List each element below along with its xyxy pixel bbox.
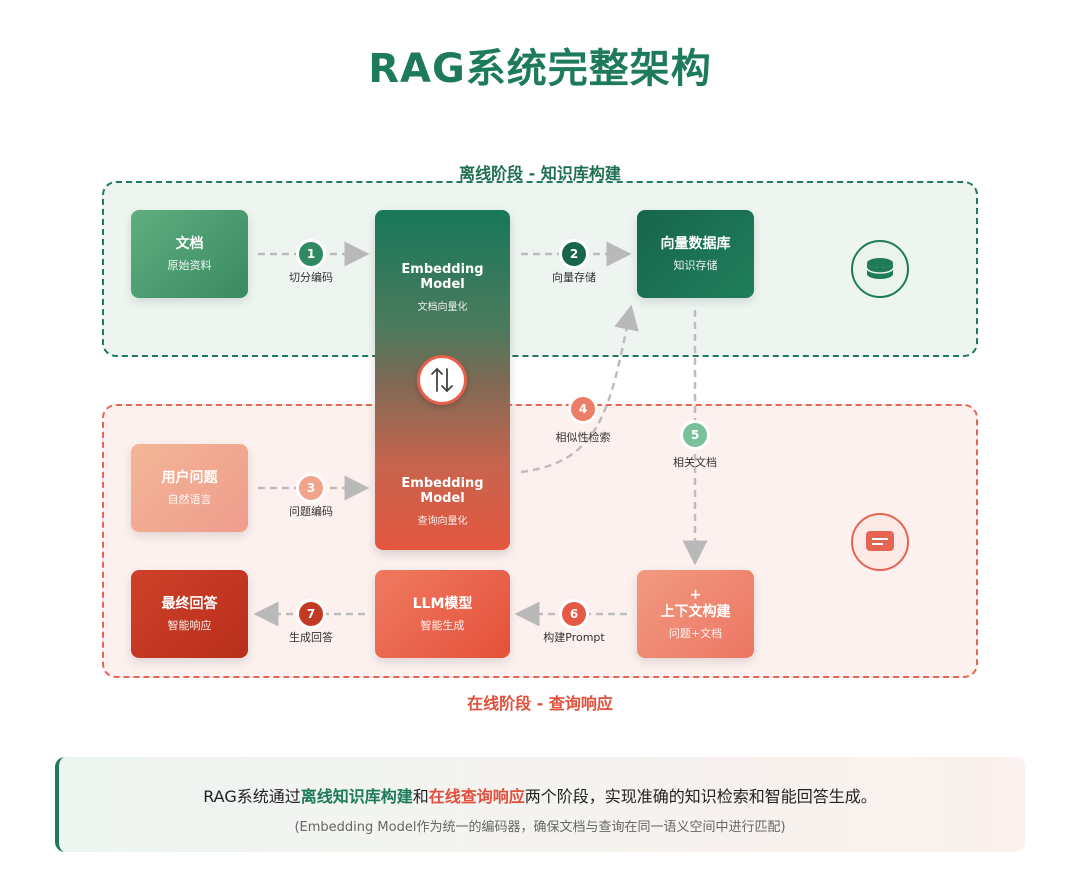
summary-panel [55, 757, 1025, 852]
vector-db-subtitle: 知识存储 [673, 258, 718, 272]
arrow-embed-to-vdb-search [520, 304, 639, 474]
llm-title: LLM模型 [412, 595, 473, 612]
step-2-badge: 2 [562, 242, 586, 266]
step-1-label: 切分编码 [289, 271, 333, 284]
summary-prefix: RAG系统通过 [203, 787, 301, 806]
page-title: RAG系统完整架构 [368, 46, 712, 92]
vector-db-title: 向量数据库 [660, 235, 731, 252]
embed-doc-title-1: Embedding [401, 262, 484, 277]
llm-subtitle: 智能生成 [420, 618, 465, 632]
offline-stage-label: 离线阶段 - 知识库构建 [459, 164, 621, 183]
final-answer-box: 最终回答 智能响应 [131, 570, 248, 658]
step-6-badge: 6 [562, 602, 586, 626]
step-7-label: 生成回答 [289, 631, 333, 644]
step-5-label: 相关文档 [673, 456, 717, 469]
document-title: 文档 [175, 235, 204, 252]
vector-db-box: 向量数据库 知识存储 [637, 210, 754, 298]
final-answer-subtitle: 智能响应 [167, 618, 212, 632]
summary-text: RAG系统通过离线知识库构建和在线查询响应两个阶段，实现准确的知识检索和智能回答… [55, 783, 1025, 807]
embedding-model-query: Embedding Model 查询向量化 [375, 476, 510, 527]
embed-doc-title-2: Model [420, 277, 465, 292]
user-question-title: 用户问题 [161, 469, 218, 486]
embed-query-title-1: Embedding [401, 476, 484, 491]
database-icon [851, 240, 909, 298]
step-7-badge: 7 [299, 602, 323, 626]
step-3-badge: 3 [299, 476, 323, 500]
step-2-label: 向量存储 [552, 271, 596, 284]
summary-middle: 和 [412, 787, 429, 806]
llm-model-box: LLM模型 智能生成 [375, 570, 510, 658]
user-question-subtitle: 自然语言 [167, 492, 212, 506]
summary-suffix: 两个阶段，实现准确的知识检索和智能回答生成。 [524, 787, 877, 806]
online-stage-zone [102, 404, 978, 678]
embedding-model-doc: Embedding Model 文档向量化 [375, 262, 510, 313]
summary-offline-highlight: 离线知识库构建 [300, 787, 413, 806]
summary-note: (Embedding Model作为统一的编码器，确保文档与查询在同一语义空间中… [294, 820, 786, 835]
context-build-title: 上下文构建 [660, 604, 731, 620]
message-icon [851, 513, 909, 571]
user-question-box: 用户问题 自然语言 [131, 444, 248, 532]
embed-query-subtitle: 查询向量化 [417, 516, 468, 527]
embed-doc-subtitle: 文档向量化 [417, 302, 468, 313]
step-5-badge: 5 [683, 423, 707, 447]
step-6-label: 构建Prompt [543, 631, 605, 644]
step-3-label: 问题编码 [289, 505, 333, 518]
document-box: 文档 原始资料 [131, 210, 248, 298]
summary-online-highlight: 在线查询响应 [428, 787, 525, 806]
context-build-box: + 上下文构建 问题+文档 [637, 570, 754, 658]
online-stage-label: 在线阶段 - 查询响应 [467, 694, 613, 713]
context-build-subtitle: 问题+文档 [668, 627, 723, 640]
context-plus: + [689, 587, 702, 603]
step-1-badge: 1 [299, 242, 323, 266]
step-4-badge: 4 [571, 397, 595, 421]
step-4-label: 相似性检索 [555, 431, 611, 444]
document-subtitle: 原始资料 [167, 258, 212, 272]
embed-query-title-2: Model [420, 491, 465, 506]
offline-stage-zone [102, 181, 978, 357]
final-answer-title: 最终回答 [161, 595, 218, 612]
swap-arrows-icon [417, 355, 467, 405]
